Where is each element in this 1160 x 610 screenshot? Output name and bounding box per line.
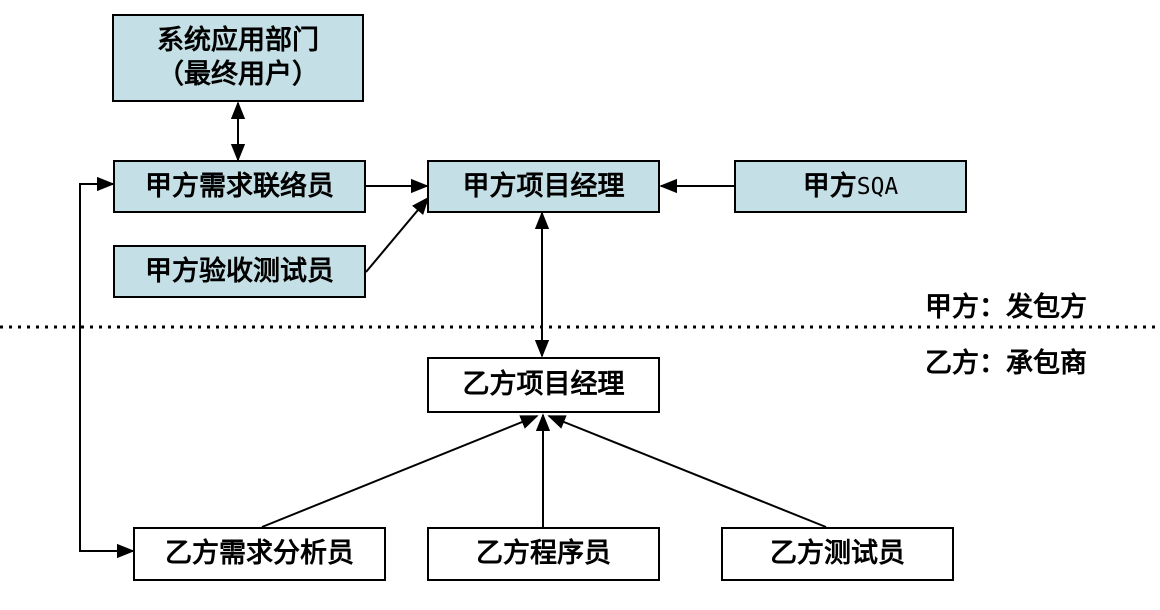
- client-project-manager-box: 甲方项目经理: [427, 160, 660, 213]
- arrow-tester-clientpm: [365, 196, 430, 273]
- client-sqa-prefix: 甲方: [802, 170, 857, 202]
- vendor-tester-label: 乙方测试员: [770, 538, 905, 569]
- vendor-requirements-analyst-box: 乙方需求分析员: [133, 527, 386, 581]
- client-requirements-liaison-box: 甲方需求联络员: [113, 160, 366, 213]
- vendor-programmer-label: 乙方程序员: [476, 538, 611, 569]
- client-sqa-suffix: SQA: [856, 173, 899, 200]
- vendor-tester-box: 乙方测试员: [721, 527, 954, 581]
- vendor-project-manager-box: 乙方项目经理: [427, 357, 660, 413]
- end-users-box: 系统应用部门 （最终用户）: [112, 14, 364, 102]
- client-project-manager-label: 甲方项目经理: [462, 170, 625, 202]
- arrow-liaison-analyst: [79, 176, 135, 559]
- vendor-side-label: 乙方：承包商: [925, 348, 1087, 379]
- end-users-line1: 系统应用部门: [157, 25, 319, 56]
- client-acceptance-tester-label: 甲方验收测试员: [145, 255, 334, 287]
- vendor-programmer-box: 乙方程序员: [427, 527, 660, 581]
- arrow-tester-vendorpm: [547, 415, 827, 528]
- arrow-analyst-vendorpm: [261, 415, 539, 528]
- vendor-project-manager-label: 乙方项目经理: [462, 369, 625, 400]
- client-requirements-liaison-label: 甲方需求联络员: [145, 170, 334, 202]
- client-acceptance-tester-box: 甲方验收测试员: [113, 245, 366, 298]
- vendor-requirements-analyst-label: 乙方需求分析员: [165, 538, 354, 569]
- client-side-label: 甲方：发包方: [925, 292, 1087, 323]
- end-users-line2: （最终用户）: [157, 59, 319, 90]
